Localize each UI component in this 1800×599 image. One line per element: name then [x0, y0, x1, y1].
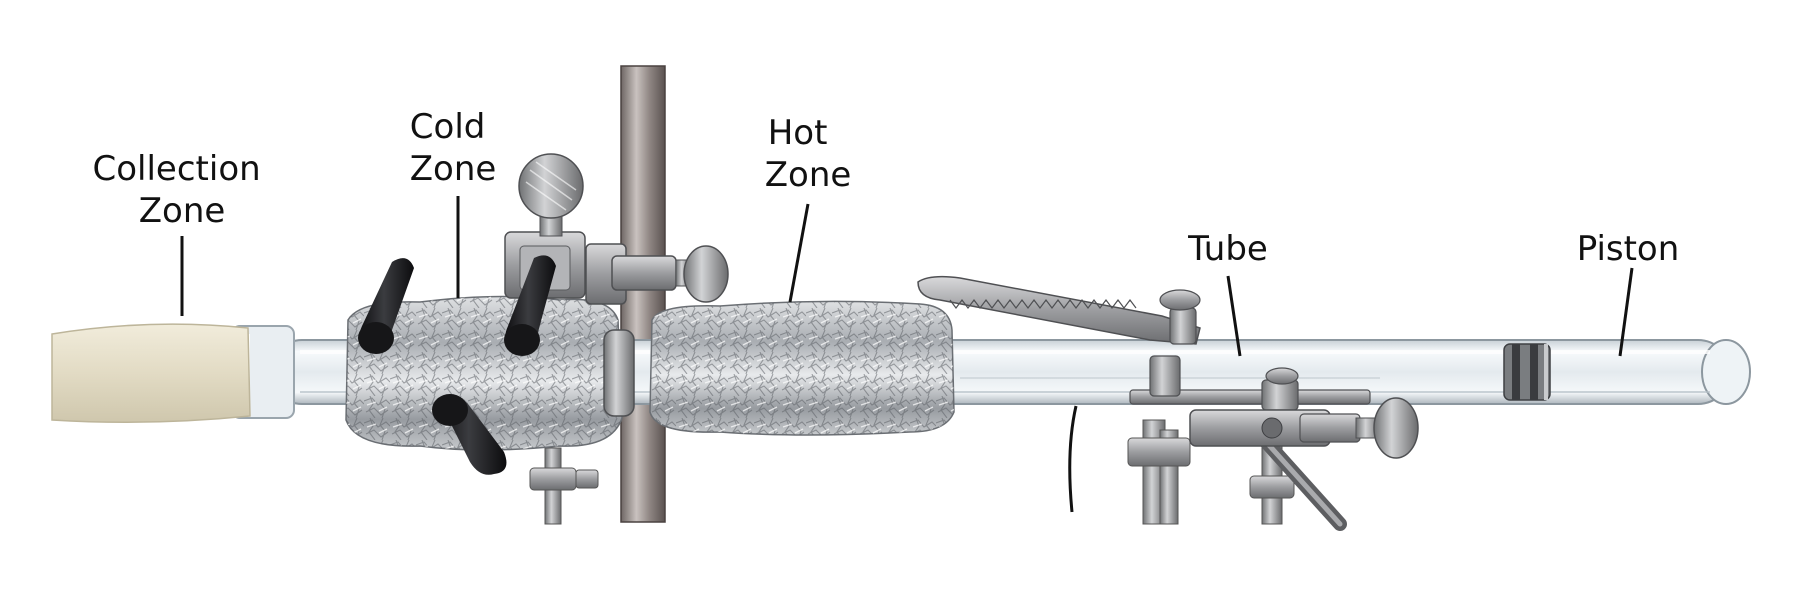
tube-clamp-jaw	[917, 275, 1201, 345]
tube-clamp-ring	[603, 329, 635, 417]
hot-zone-leader	[788, 203, 810, 303]
vertical-stand-rod	[620, 65, 666, 523]
cold-zone-label: Cold Zone	[410, 107, 497, 189]
clamp-knob-upper-left	[358, 258, 414, 354]
clamp-knob-upper-right	[504, 255, 556, 356]
right-stand-posts	[1127, 417, 1347, 531]
right-clamp-assembly	[1129, 355, 1419, 459]
collection-zone-label: Collection Zone	[93, 149, 272, 231]
hot-zone-foil	[649, 300, 955, 436]
cold-zone-foil	[345, 295, 623, 451]
hot-zone-label: Hot Zone	[765, 113, 852, 195]
left-clamp-post	[529, 447, 599, 525]
piston	[1503, 343, 1551, 401]
tube-label: Tube	[1187, 229, 1268, 269]
piston-label: Piston	[1577, 229, 1680, 269]
collection-zone-plug	[51, 323, 295, 423]
stand-leader	[1068, 405, 1078, 513]
piston-leader	[1618, 267, 1634, 357]
clamp-knob-lower	[432, 394, 507, 475]
tube-leader	[1226, 275, 1242, 357]
